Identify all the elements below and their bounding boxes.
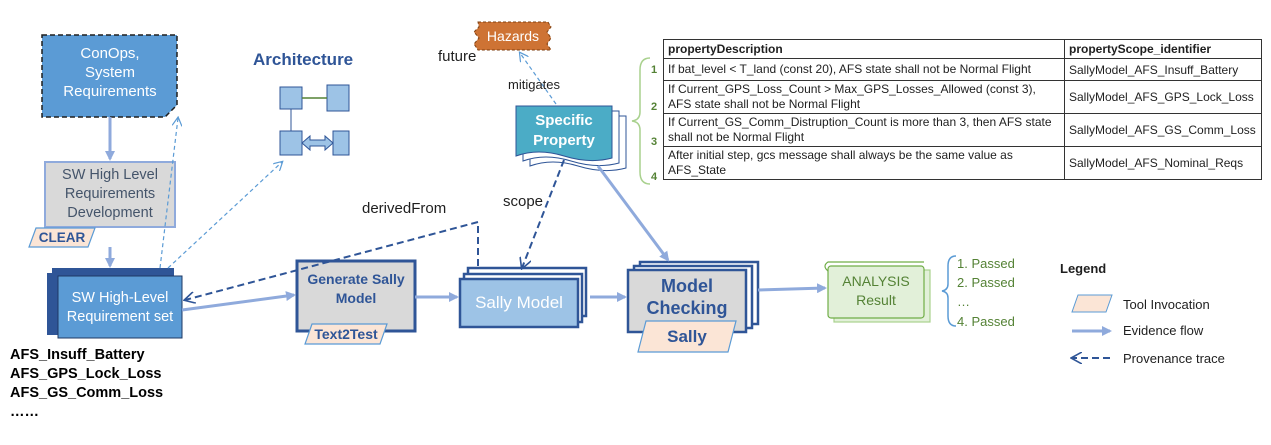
arrow-set-to-generate — [181, 291, 296, 312]
arrow-property-to-checking — [596, 165, 670, 262]
result-4: 4. Passed — [957, 314, 1015, 329]
hl-dev-label: SW High Level Requirements Development — [62, 166, 158, 221]
generate-label: Generate Sally Model — [307, 271, 405, 306]
result-2: 2. Passed — [957, 275, 1015, 290]
derived-from-label: derivedFrom — [362, 200, 447, 217]
requirement-item: AFS_Insuff_Battery — [10, 347, 145, 363]
header-property-description: propertyDescription — [663, 39, 1065, 59]
requirements-list: AFS_Insuff_Battery AFS_GPS_Lock_Loss AFS… — [10, 346, 163, 422]
legend-tool-invocation: Tool Invocation — [1123, 297, 1210, 312]
trace-derived-from — [185, 220, 479, 300]
hl-set-shape — [57, 275, 183, 339]
text2test-label: Text2Test — [314, 326, 378, 342]
row-scope: SallyModel_AFS_Insuff_Battery — [1064, 58, 1262, 81]
requirement-item: …… — [10, 404, 39, 420]
row-description: If Current_GPS_Loss_Count > Max_GPS_Loss… — [663, 80, 1065, 114]
generate-shape — [295, 259, 417, 333]
requirement-item: AFS_GPS_Lock_Loss — [10, 366, 162, 382]
clear-shape — [28, 227, 96, 248]
sally-tool-shape — [637, 320, 737, 353]
table-row: If Current_GS_Comm_Distruption_Count is … — [663, 113, 1262, 147]
result-brace — [941, 255, 957, 327]
row-number: 4 — [651, 171, 658, 183]
trace-set-to-architecture — [167, 162, 282, 269]
sally-model-label: Sally Model — [475, 293, 563, 312]
row-scope: SallyModel_AFS_GPS_Lock_Loss — [1064, 80, 1262, 114]
specific-property-label: Specific Property — [533, 112, 595, 149]
requirement-item: AFS_GS_Comm_Loss — [10, 385, 164, 401]
scope-label: scope — [503, 193, 544, 210]
conops-shape — [41, 34, 178, 118]
arrow-checking-to-analysis — [757, 283, 827, 294]
hazards-shape — [473, 21, 552, 51]
legend-provenance-trace: Provenance trace — [1123, 351, 1225, 366]
table-row: If bat_level < T_land (const 20), AFS st… — [663, 58, 1262, 81]
legend-evidence-flow: Evidence flow — [1123, 323, 1204, 338]
mitigates-label: mitigates — [508, 77, 561, 92]
architecture-diagram — [279, 84, 350, 156]
text2test-shape — [304, 323, 388, 345]
row-number: 2 — [651, 101, 658, 113]
conops-label: ConOps, System Requirements — [63, 44, 157, 100]
sally-tool-label: Sally — [667, 327, 707, 346]
hl-dev-shape — [44, 161, 176, 228]
trace-property-to-hazards — [520, 53, 557, 105]
architecture-label: Architecture — [253, 50, 354, 69]
row-scope: SallyModel_AFS_Nominal_Reqs — [1064, 146, 1262, 180]
table-brace — [631, 57, 651, 185]
result-1: 1. Passed — [957, 256, 1015, 271]
row-description: If Current_GS_Comm_Distruption_Count is … — [663, 113, 1065, 147]
table-row: If Current_GPS_Loss_Count > Max_GPS_Loss… — [663, 80, 1262, 114]
legend-tool-shape — [1071, 294, 1113, 313]
trace-scope — [522, 159, 565, 268]
row-description: If bat_level < T_land (const 20), AFS st… — [663, 58, 1065, 81]
future-label: future — [438, 48, 477, 65]
row-number: 3 — [651, 136, 658, 148]
legend-title: Legend — [1060, 261, 1107, 276]
hazards-label: Hazards — [486, 28, 540, 44]
hl-set-label: SW High-Level Requirement set — [66, 289, 174, 325]
table-row: After initial step, gcs message shall al… — [663, 146, 1262, 180]
analysis-label: ANALYSIS Result — [842, 273, 910, 308]
specific-property-shape — [515, 105, 613, 162]
sally-model-shape — [458, 277, 580, 329]
table-header-row: propertyDescription propertyScope_identi… — [663, 39, 1262, 59]
result-ellipsis: … — [957, 294, 970, 309]
row-description: After initial step, gcs message shall al… — [663, 146, 1065, 180]
property-table: propertyDescription propertyScope_identi… — [663, 39, 1262, 180]
clear-label: CLEAR — [38, 230, 86, 245]
row-number: 1 — [651, 64, 658, 76]
model-checking-label: Model Checking — [646, 276, 728, 318]
analysis-shape — [827, 265, 925, 319]
row-scope: SallyModel_AFS_GS_Comm_Loss — [1064, 113, 1262, 147]
header-property-scope: propertyScope_identifier — [1064, 39, 1262, 59]
